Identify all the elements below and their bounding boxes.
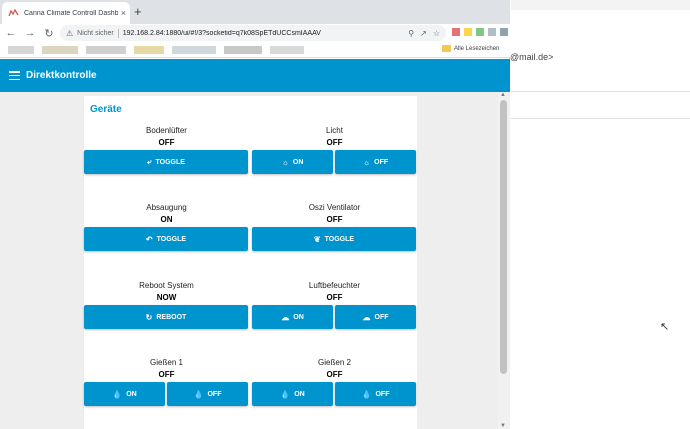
search-icon[interactable]: ⚲ <box>408 28 415 38</box>
absaugung-toggle-button[interactable]: ↶TOGGLE <box>84 227 248 251</box>
device-label: Licht <box>326 126 343 135</box>
cloud-icon: ☁ <box>281 312 290 322</box>
device-label: Absaugung <box>146 203 187 212</box>
reload-icon[interactable]: ↻ <box>44 27 54 40</box>
star-icon[interactable]: ☆ <box>432 28 440 38</box>
reboot-button[interactable]: ↻REBOOT <box>84 305 248 329</box>
url-text[interactable]: 192.168.2.84:1880/ui/#!/3?socketid=q7k08… <box>122 29 321 37</box>
drop-icon: 💧 <box>361 389 372 399</box>
giessen2-on-button[interactable]: 💧ON <box>252 382 333 406</box>
dashboard-content[interactable]: Geräte Bodenlüfter OFF ⤶TOGGLE Licht OFF… <box>0 92 498 429</box>
address-separator <box>117 28 119 38</box>
bookmarks-bar: Alle Lesezeichen <box>0 42 510 58</box>
device-state: OFF <box>326 138 343 147</box>
all-bookmarks[interactable]: Alle Lesezeichen <box>442 45 499 52</box>
browser-window: Canna Climate Controll Dashbo × + ← → ↻ … <box>0 0 510 429</box>
device-state: OFF <box>326 293 343 302</box>
device-state: ON <box>160 215 173 224</box>
vertical-scrollbar[interactable]: ▲ ▼ <box>498 92 510 429</box>
fan-icon: ⤶ <box>147 157 152 166</box>
bookmark-item[interactable] <box>86 45 126 54</box>
device-label: Bodenlüfter <box>146 126 187 135</box>
extension-icon[interactable] <box>500 28 508 36</box>
back-icon[interactable]: ← <box>5 27 17 39</box>
sun-icon: ☼ <box>281 157 289 167</box>
device-label: Gießen 2 <box>318 358 351 367</box>
divider <box>511 91 690 92</box>
luftbefeuchter-on-button[interactable]: ☁ON <box>252 305 333 329</box>
wind-icon: ↶ <box>145 234 153 244</box>
divider <box>511 118 690 119</box>
bookmark-item[interactable] <box>224 45 262 54</box>
oszi-toggle-button[interactable]: ❦TOGGLE <box>252 227 416 251</box>
browser-tab[interactable]: Canna Climate Controll Dashbo × <box>2 2 130 24</box>
sun-icon: ☼ <box>362 157 371 167</box>
dashboard-header: Direktkontrolle <box>0 59 510 92</box>
devices-group: Geräte Bodenlüfter OFF ⤶TOGGLE Licht OFF… <box>84 96 417 429</box>
browser-toolbar: ← → ↻ ⚠ Nicht sicher 192.168.2.84:1880/u… <box>0 24 510 42</box>
drop-icon: 💧 <box>193 389 204 399</box>
warning-icon: ⚠ <box>66 28 74 38</box>
device-state: NOW <box>156 293 177 302</box>
scrollbar-thumb[interactable] <box>500 100 507 374</box>
extensions-area <box>452 28 508 36</box>
cloud-icon: ☁ <box>362 312 371 322</box>
tab-strip: Canna Climate Controll Dashbo × + <box>0 0 510 24</box>
licht-on-button[interactable]: ☼ON <box>252 150 333 174</box>
extension-icon[interactable] <box>476 28 484 36</box>
background-window: @mail.de> <box>510 0 690 429</box>
device-label: Oszi Ventilator <box>308 203 361 212</box>
menu-icon[interactable] <box>9 71 20 80</box>
bookmark-item[interactable] <box>42 45 78 54</box>
forward-icon[interactable]: → <box>24 27 36 39</box>
device-label: Luftbefeuchter <box>308 281 361 290</box>
tab-title: Canna Climate Controll Dashbo <box>24 9 118 17</box>
drop-icon: 💧 <box>280 389 291 399</box>
bookmark-item[interactable] <box>8 45 34 54</box>
scroll-up-icon[interactable]: ▲ <box>500 92 506 98</box>
email-address-text: @mail.de> <box>510 52 554 62</box>
leaf-icon: ❦ <box>313 234 321 244</box>
drop-icon: 💧 <box>112 389 123 399</box>
device-state: OFF <box>326 370 343 379</box>
share-icon[interactable]: ↗ <box>420 28 427 38</box>
extension-icon[interactable] <box>452 28 460 36</box>
device-state: OFF <box>158 370 175 379</box>
window-titlebar <box>511 0 690 10</box>
device-label: Reboot System <box>139 281 194 290</box>
bookmark-item[interactable] <box>270 45 304 54</box>
scroll-down-icon[interactable]: ▼ <box>500 423 506 429</box>
luftbefeuchter-off-button[interactable]: ☁OFF <box>335 305 416 329</box>
giessen2-off-button[interactable]: 💧OFF <box>335 382 416 406</box>
bookmark-item[interactable] <box>134 45 164 54</box>
licht-off-button[interactable]: ☼OFF <box>335 150 416 174</box>
security-label[interactable]: Nicht sicher <box>77 29 114 37</box>
extension-icon[interactable] <box>464 28 472 36</box>
page-title: Direktkontrolle <box>26 70 97 81</box>
refresh-icon: ↻ <box>145 312 153 322</box>
new-tab-button[interactable]: + <box>134 4 142 19</box>
all-bookmarks-label: Alle Lesezeichen <box>454 45 500 52</box>
mouse-cursor-icon: ↖ <box>660 321 670 333</box>
device-state: OFF <box>158 138 175 147</box>
device-label: Gießen 1 <box>150 358 183 367</box>
giessen1-on-button[interactable]: 💧ON <box>84 382 165 406</box>
bodenluefter-toggle-button[interactable]: ⤶TOGGLE <box>84 150 248 174</box>
giessen1-off-button[interactable]: 💧OFF <box>167 382 248 406</box>
folder-icon <box>442 45 451 52</box>
close-tab-icon[interactable]: × <box>120 8 126 18</box>
address-bar[interactable]: ⚠ Nicht sicher 192.168.2.84:1880/ui/#!/3… <box>60 25 446 41</box>
group-title: Geräte <box>90 104 122 115</box>
bookmark-item[interactable] <box>172 45 216 54</box>
favicon-icon <box>8 9 19 17</box>
device-state: OFF <box>326 215 343 224</box>
extension-icon[interactable] <box>488 28 496 36</box>
